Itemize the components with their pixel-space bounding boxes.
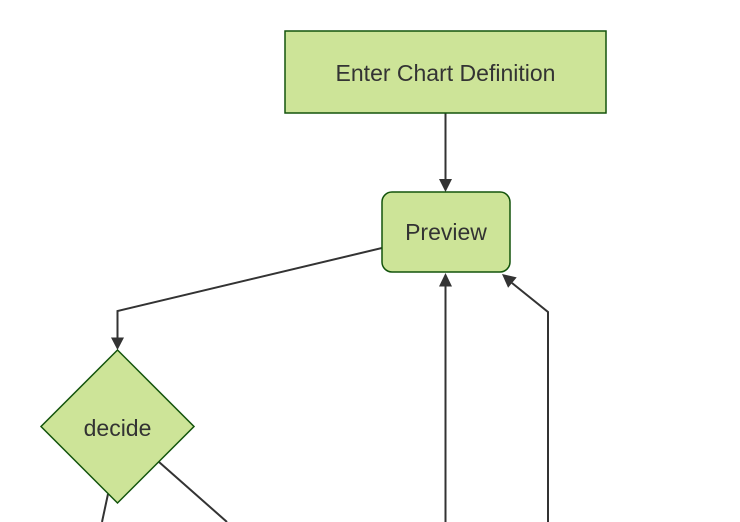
decide-label: decide [84,415,152,441]
node-decide: decide [39,348,196,505]
arrowhead-down-icon [111,337,124,350]
edge-return-to-preview-center [439,273,452,522]
enter-chart-definition-label: Enter Chart Definition [336,60,556,86]
arrowhead-up-left-icon [502,274,517,288]
edge-decide-to-offscreen-left [101,493,109,522]
node-enter-chart-definition: Enter Chart Definition [284,30,607,114]
edge-segment [158,461,228,522]
edge-enter-chart-definition-to-preview [439,113,452,192]
edge-preview-to-decide [111,247,383,350]
arrowhead-up-icon [439,273,452,287]
arrowhead-down-icon [439,179,452,192]
edge-segment [101,493,109,522]
decide-diamond [39,348,196,505]
edge-decide-to-offscreen-right [158,461,228,522]
preview-label: Preview [405,219,487,245]
preview-box [381,191,511,273]
edge-return-to-preview-corner [502,274,549,522]
node-preview: Preview [381,191,511,273]
edge-segment [511,282,549,522]
enter-chart-definition-box [284,30,607,114]
edge-segment [116,247,383,339]
